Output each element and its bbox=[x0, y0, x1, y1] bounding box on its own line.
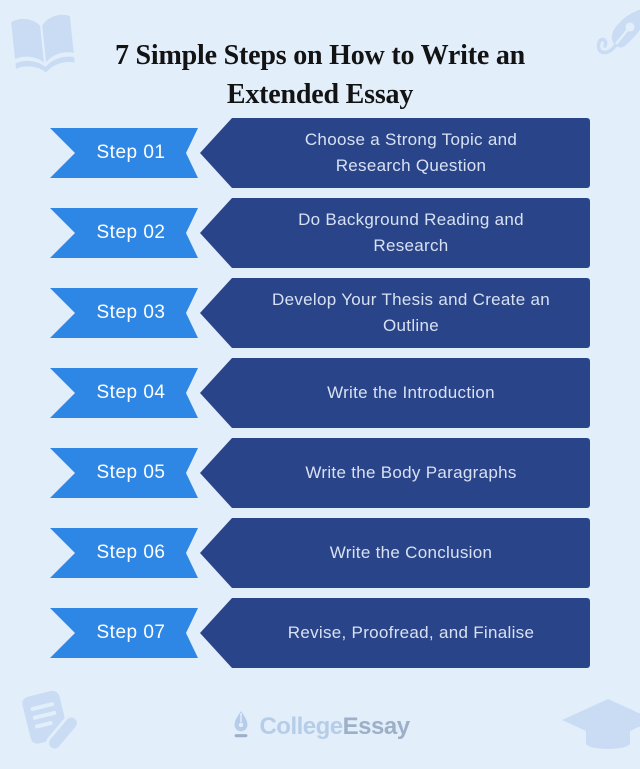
step-text: Revise, Proofread, and Finalise bbox=[287, 623, 535, 642]
step-label: Step 04 bbox=[96, 382, 166, 403]
brand-footer: CollegeEssay bbox=[0, 710, 640, 743]
step-row: Develop Your Thesis and Create an Outlin… bbox=[0, 278, 640, 348]
step-number-ribbon: Step 07 bbox=[50, 608, 198, 658]
step-row: Do Background Reading and Research Step … bbox=[0, 198, 640, 268]
step-number-ribbon: Step 06 bbox=[50, 528, 198, 578]
step-text: Write the Introduction bbox=[327, 383, 495, 402]
step-label: Step 06 bbox=[96, 542, 166, 563]
step-number-ribbon: Step 01 bbox=[50, 128, 198, 178]
step-row: Write the Body Paragraphs Step 05 bbox=[0, 438, 640, 508]
step-description-banner: Write the Body Paragraphs bbox=[200, 438, 590, 508]
step-label: Step 05 bbox=[96, 462, 166, 483]
step-number-ribbon: Step 02 bbox=[50, 208, 198, 258]
brand-college: College bbox=[259, 712, 343, 740]
step-description-banner: Write the Conclusion bbox=[200, 518, 590, 588]
step-label: Step 03 bbox=[96, 302, 166, 323]
step-row: Revise, Proofread, and Finalise Step 07 bbox=[0, 598, 640, 668]
step-number-ribbon: Step 03 bbox=[50, 288, 198, 338]
step-label: Step 02 bbox=[96, 222, 166, 243]
step-row: Choose a Strong Topic and Research Quest… bbox=[0, 118, 640, 188]
steps-list: Choose a Strong Topic and Research Quest… bbox=[0, 118, 640, 678]
step-row: Write the Conclusion Step 06 bbox=[0, 518, 640, 588]
step-text: Choose a Strong Topic and Research Quest… bbox=[304, 130, 518, 175]
brand-name: CollegeEssay bbox=[259, 712, 410, 741]
step-description-banner: Choose a Strong Topic and Research Quest… bbox=[200, 118, 590, 188]
step-number-ribbon: Step 04 bbox=[50, 368, 198, 418]
step-text: Develop Your Thesis and Create an Outlin… bbox=[272, 290, 550, 335]
brand-essay: Essay bbox=[342, 712, 410, 740]
step-description-banner: Revise, Proofread, and Finalise bbox=[200, 598, 590, 668]
fountain-pen-icon bbox=[588, 2, 640, 64]
step-text: Do Background Reading and Research bbox=[298, 210, 524, 255]
step-text: Write the Conclusion bbox=[329, 543, 493, 562]
step-label: Step 07 bbox=[96, 622, 166, 643]
step-label: Step 01 bbox=[96, 142, 166, 163]
graduation-cap-icon bbox=[558, 693, 640, 763]
step-text: Write the Body Paragraphs bbox=[305, 463, 517, 482]
open-book-icon bbox=[5, 7, 82, 80]
page-title: 7 Simple Steps on How to Write an Extend… bbox=[114, 40, 526, 110]
step-row: Write the Introduction Step 04 bbox=[0, 358, 640, 428]
step-description-banner: Do Background Reading and Research bbox=[200, 198, 590, 268]
step-description-banner: Write the Introduction bbox=[200, 358, 590, 428]
pen-nib-icon bbox=[230, 710, 252, 743]
step-description-banner: Develop Your Thesis and Create an Outlin… bbox=[200, 278, 590, 348]
step-number-ribbon: Step 05 bbox=[50, 448, 198, 498]
document-pencil-icon bbox=[12, 685, 84, 755]
